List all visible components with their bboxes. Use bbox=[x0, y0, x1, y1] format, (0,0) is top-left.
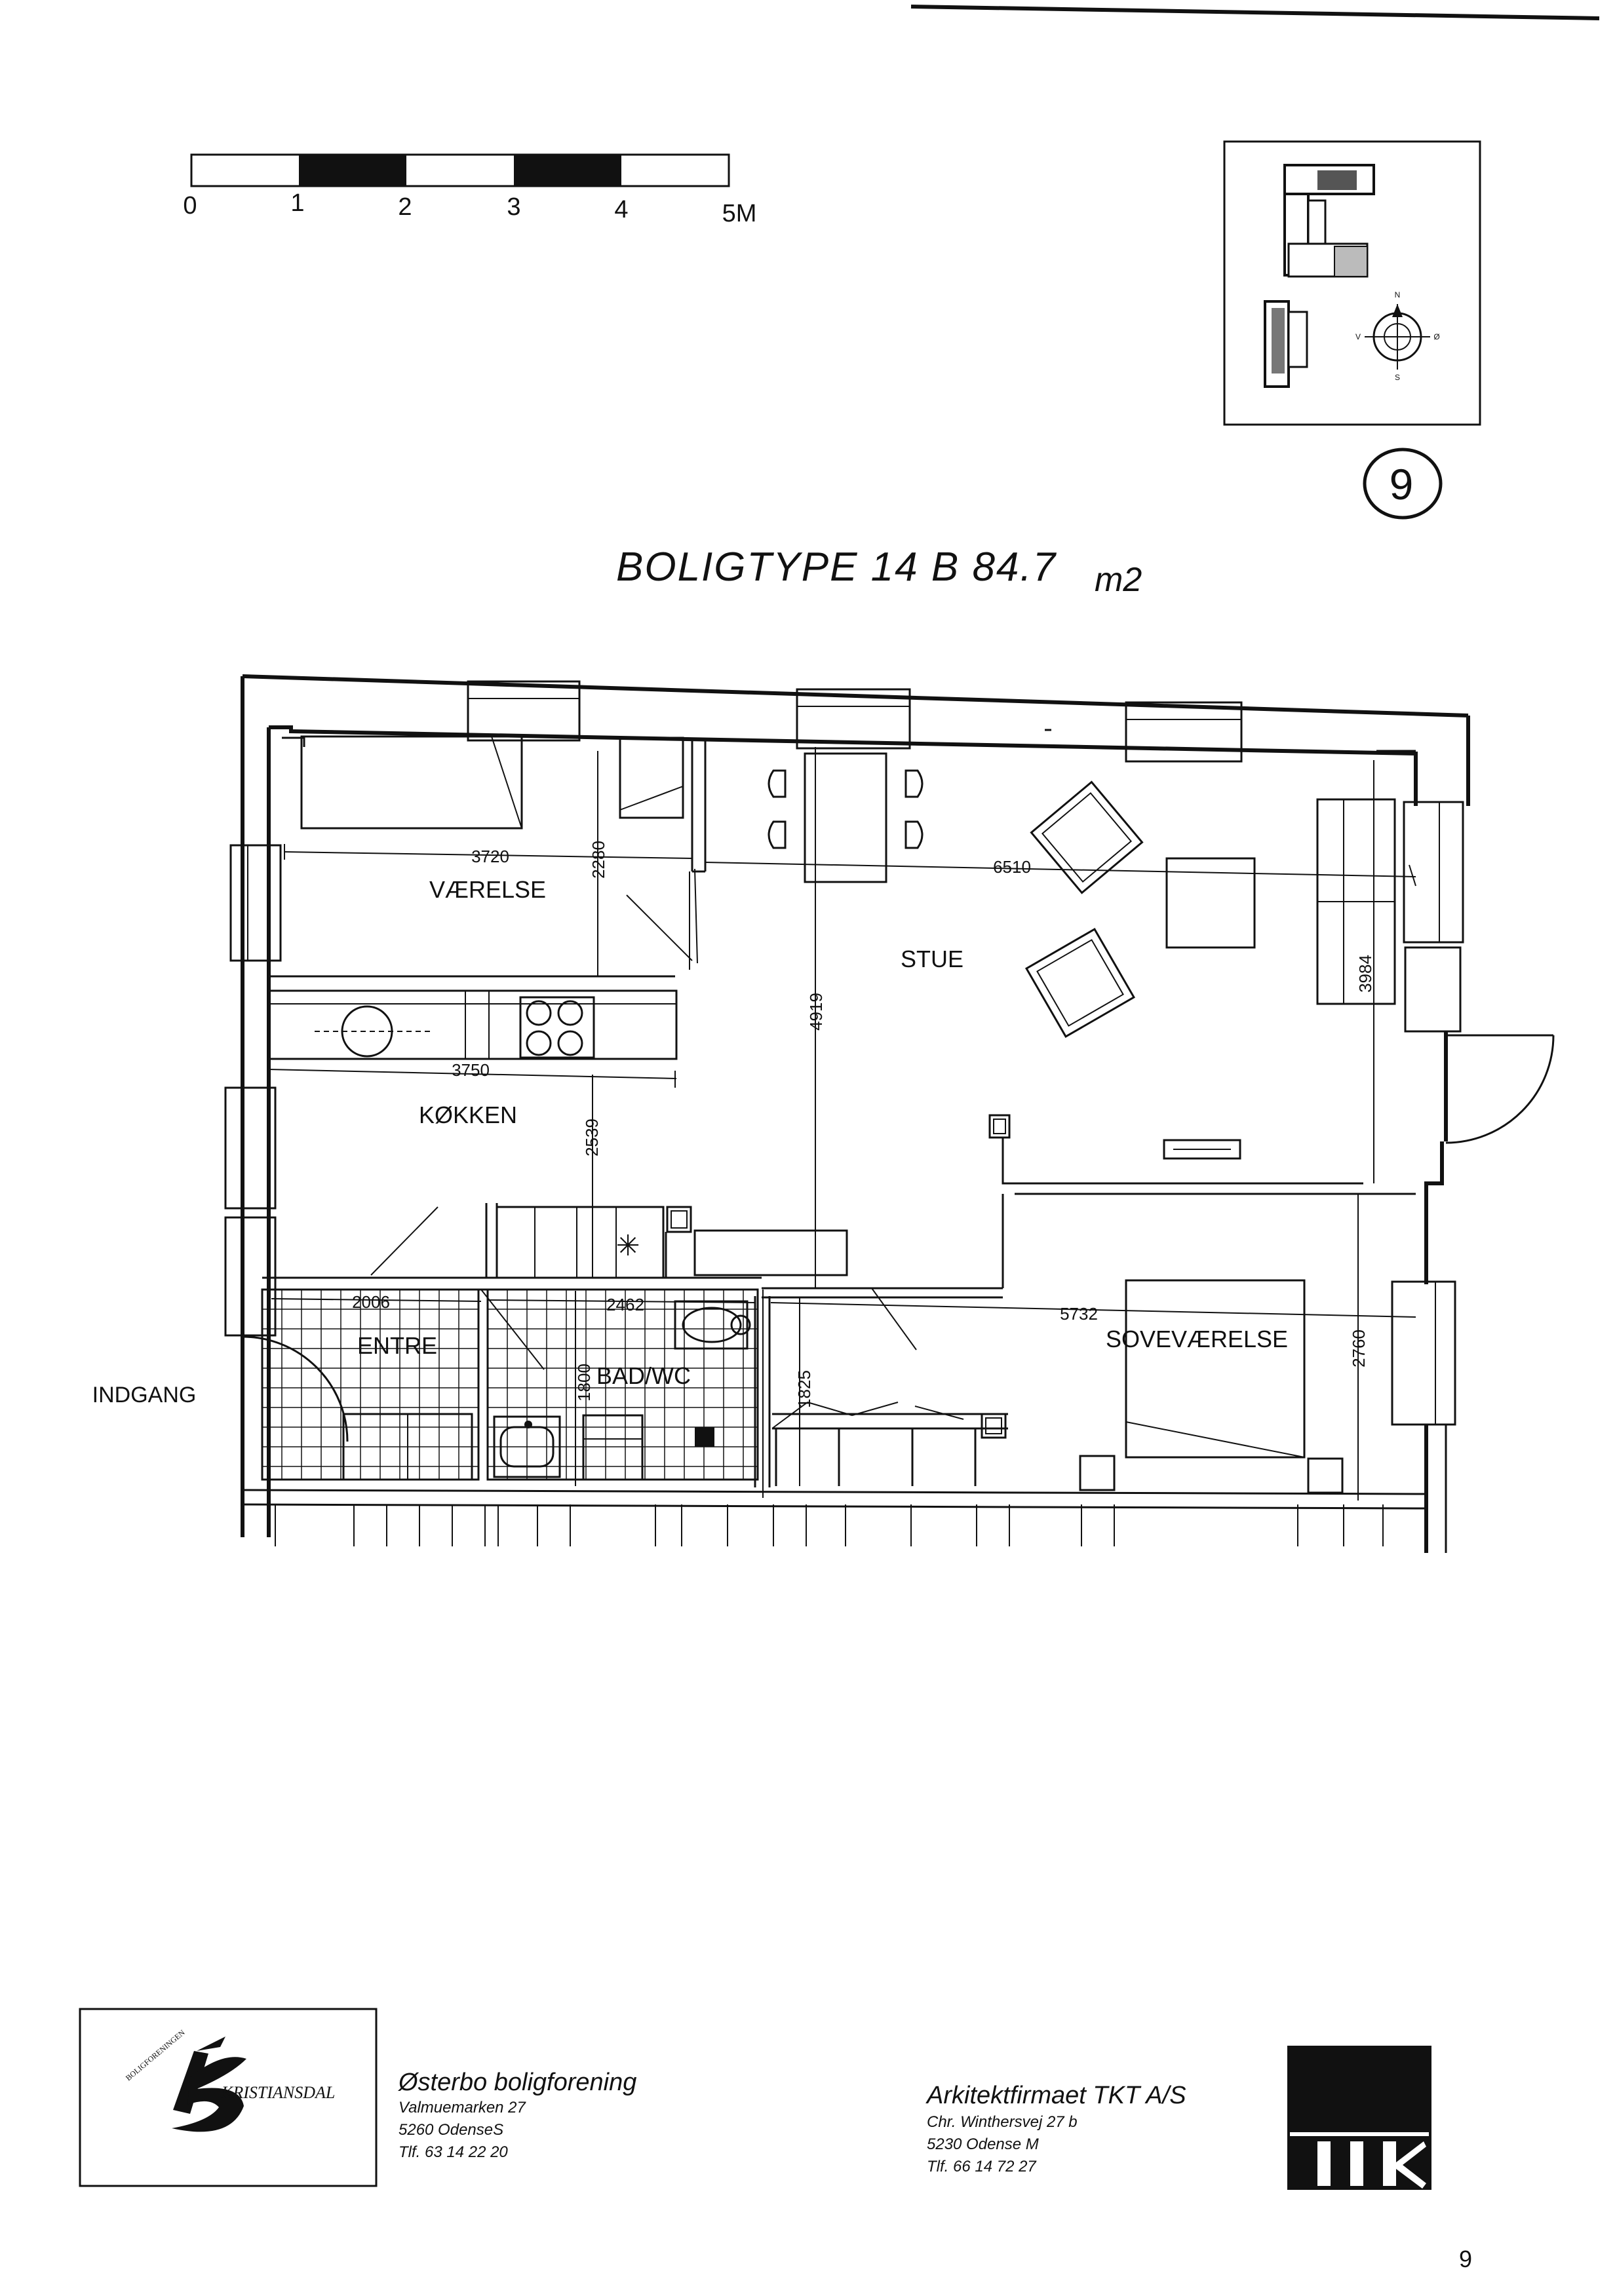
architect-phone: Tlf. 66 14 72 27 bbox=[927, 2158, 1037, 2175]
compass-s: S bbox=[1395, 373, 1400, 382]
room-label-stue: STUE bbox=[901, 946, 963, 972]
plan-title-unit: m2 bbox=[1095, 561, 1142, 599]
entre-tiles bbox=[261, 1288, 480, 1481]
client-address2: 5260 OdenseS bbox=[399, 2121, 503, 2139]
svg-text:9: 9 bbox=[1390, 460, 1414, 508]
client-address1: Valmuemarken 27 bbox=[399, 2099, 527, 2116]
dim-3984: 3984 bbox=[1355, 955, 1375, 993]
client-logo-text: KRISTIANSDAL bbox=[221, 2083, 335, 2102]
floor-plan: ✳ bbox=[224, 674, 1555, 1553]
compass-n: N bbox=[1395, 290, 1401, 299]
dim-2539: 2539 bbox=[582, 1119, 602, 1157]
room-label-vaerelse: VÆRELSE bbox=[429, 876, 546, 903]
dim-2280: 2280 bbox=[589, 841, 608, 879]
plan-title: BOLIGTYPE 14 B 84.7 bbox=[616, 545, 1057, 590]
dimension-lines bbox=[268, 747, 1416, 1501]
footer-page-number: 9 bbox=[1459, 2246, 1472, 2272]
scale-label-2: 2 bbox=[398, 193, 412, 221]
site-plan-inset: N S Ø V bbox=[1223, 140, 1481, 426]
room-label-sovevaerelse: SOVEVÆRELSE bbox=[1106, 1326, 1288, 1352]
dim-2006: 2006 bbox=[352, 1292, 390, 1312]
dim-1825: 1825 bbox=[794, 1370, 814, 1408]
client-phone: Tlf. 63 14 22 20 bbox=[399, 2143, 508, 2161]
compass-w: V bbox=[1355, 332, 1361, 341]
dim-2760: 2760 bbox=[1349, 1330, 1369, 1368]
scale-label-4: 4 bbox=[614, 196, 628, 223]
compass-e: Ø bbox=[1433, 332, 1439, 341]
client-logo-block: KRISTIANSDAL BOLIGFORENINGEN bbox=[79, 2008, 378, 2187]
architect-address2: 5230 Odense M bbox=[927, 2135, 1039, 2153]
entrance-label: INDGANG bbox=[92, 1383, 197, 1407]
dim-3720: 3720 bbox=[471, 847, 509, 866]
dim-5732: 5732 bbox=[1060, 1304, 1098, 1324]
room-label-entre: ENTRE bbox=[357, 1332, 437, 1359]
scale-label-0: 0 bbox=[183, 192, 197, 220]
client-name: Østerbo boligforening bbox=[397, 2069, 636, 2096]
room-label-bad: BAD/WC bbox=[596, 1362, 691, 1389]
dim-2462: 2462 bbox=[606, 1295, 644, 1314]
circled-sheet-number: 9 bbox=[1363, 448, 1443, 520]
architect-name: Arkitektfirmaet TKT A/S bbox=[925, 2082, 1186, 2109]
architect-address1: Chr. Winthersvej 27 b bbox=[927, 2113, 1078, 2131]
room-label-kokken: KØKKEN bbox=[419, 1101, 517, 1128]
scale-bar: 0 1 2 3 4 5M bbox=[183, 153, 757, 227]
dim-4919: 4919 bbox=[806, 993, 826, 1031]
dim-3750: 3750 bbox=[452, 1060, 490, 1080]
svg-text:✳: ✳ bbox=[616, 1230, 640, 1262]
architect-logo bbox=[1287, 2046, 1431, 2190]
dim-6510: 6510 bbox=[993, 857, 1031, 877]
scan-edge-line bbox=[910, 5, 1600, 20]
dim-1800: 1800 bbox=[574, 1364, 594, 1402]
scale-label-1: 1 bbox=[290, 189, 304, 217]
scale-label-3: 3 bbox=[507, 193, 520, 221]
scale-label-5m: 5M bbox=[722, 200, 757, 227]
